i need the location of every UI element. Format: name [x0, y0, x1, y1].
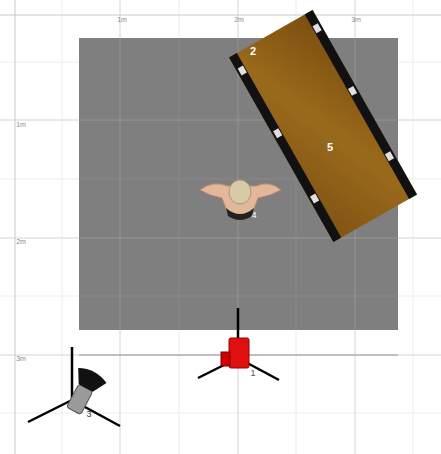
scale-mark: 2m	[234, 16, 244, 23]
scale-mark: 3m	[351, 16, 361, 23]
grid-line	[413, 0, 414, 454]
grid-line	[120, 0, 121, 454]
ruler-line	[15, 0, 16, 454]
grid-line	[0, 296, 441, 297]
scale-mark: 3m	[16, 355, 26, 362]
person-head	[229, 180, 251, 204]
grid-line	[120, 38, 121, 330]
clamp	[313, 23, 322, 33]
scale-mark: 1m	[117, 16, 127, 23]
callout-number: 4	[251, 211, 256, 220]
stand-leg	[71, 347, 74, 398]
callout-number: 2	[250, 46, 256, 57]
camera-lens	[221, 352, 230, 366]
clamp	[310, 194, 319, 204]
clamp	[385, 151, 394, 161]
clamp	[348, 86, 357, 96]
table	[229, 10, 417, 242]
callout-number: 1	[250, 369, 255, 378]
table-top	[229, 10, 417, 242]
scale-mark: 2m	[16, 238, 26, 245]
scale-mark: 1m	[16, 121, 26, 128]
light-head	[59, 365, 108, 419]
grid-line	[0, 413, 441, 414]
light	[28, 347, 120, 426]
person	[200, 180, 281, 220]
clamp	[238, 66, 247, 76]
camera	[198, 308, 279, 380]
grid-line	[0, 238, 441, 239]
reflector	[72, 365, 109, 396]
callout-number: 3	[86, 410, 91, 419]
grid-line	[62, 0, 63, 454]
stand-leg	[28, 400, 72, 422]
grid-line	[179, 0, 180, 454]
grid-line	[79, 238, 398, 239]
callout-number: 5	[327, 142, 333, 153]
clamp	[273, 128, 282, 138]
ruler-line	[0, 15, 441, 16]
grid-line	[179, 38, 180, 330]
camera-body	[229, 338, 249, 368]
person-clothing	[226, 208, 254, 220]
table-rail	[305, 10, 417, 199]
